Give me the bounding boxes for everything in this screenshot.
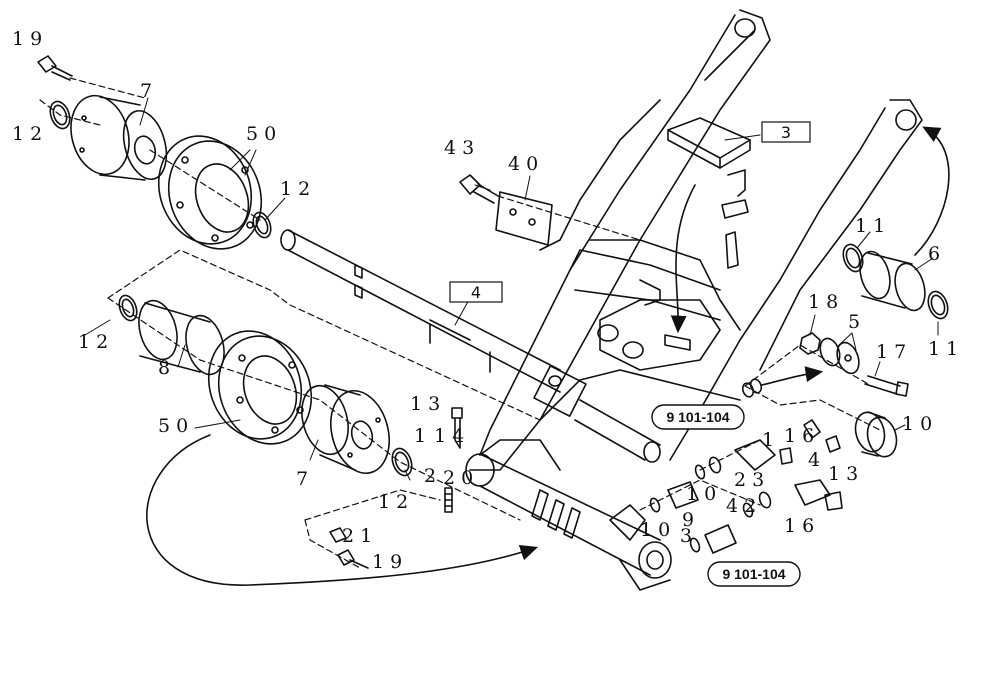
bolt-19-top	[37, 55, 73, 81]
small-fittings-21-19	[329, 527, 369, 569]
bolt-43	[459, 174, 499, 204]
label-6: 6	[928, 243, 940, 265]
label-19-top: 1 9	[12, 28, 42, 50]
arrow-assembly-valve	[670, 184, 696, 334]
label-19-bottom: 1 9	[372, 551, 402, 573]
cap-10	[854, 411, 898, 458]
boom-frame-body	[479, 99, 741, 471]
label-43: 4 3	[444, 137, 474, 159]
arrow-assembly-right	[914, 126, 950, 256]
part-labels: 1 9 1 2 7 5 0 1 2 4 3 4 0 1 1 6 1 1 1 2 …	[12, 28, 958, 573]
snap-ring-12-left	[118, 294, 138, 322]
label-8: 8	[158, 357, 170, 379]
label-2: 2	[424, 465, 436, 487]
washer-5	[819, 337, 860, 375]
label-4-right: 4	[808, 449, 820, 471]
reference-link-a-text: 9 101-104	[666, 409, 729, 425]
label-11-top: 1 1	[855, 215, 885, 237]
label-7-bottom: 7	[296, 468, 308, 490]
assembly-lines	[39, 77, 881, 569]
label-17: 1 7	[876, 341, 906, 363]
plate-50-top	[157, 135, 263, 250]
leader-lines	[84, 97, 939, 481]
bushing-6	[859, 250, 926, 312]
callout-box-3-text: 3	[781, 123, 791, 142]
label-40: 4 0	[508, 153, 538, 175]
plate-50-bottom	[207, 330, 313, 445]
label-1: 1	[414, 425, 426, 447]
label-7-top: 7	[140, 80, 152, 102]
label-3-low: 3	[680, 525, 692, 547]
label-10: 1 0	[902, 413, 932, 435]
label-12-left: 1 2	[78, 331, 108, 353]
callout-box-4: 4	[449, 281, 503, 303]
flange-housing-7-bottom	[301, 384, 390, 475]
spring-20	[444, 487, 453, 513]
label-14: 1 4	[434, 425, 464, 447]
label-12-mid: 1 2	[280, 178, 310, 200]
reference-link-a[interactable]: 9 101-104	[651, 404, 745, 430]
label-10-mid: 1 0	[686, 483, 716, 505]
label-10-low: 1 0	[640, 519, 670, 541]
label-23: 2 3	[734, 469, 764, 491]
label-12-top: 1 2	[12, 123, 42, 145]
snap-ring-12-top	[49, 100, 71, 130]
flange-housing-7-top	[70, 94, 168, 181]
label-9: 9	[682, 509, 694, 531]
cross-tube	[465, 453, 672, 591]
plate-40	[495, 191, 553, 246]
snap-ring-12-mid	[252, 211, 272, 239]
label-16-bottom: 1 6	[784, 515, 814, 537]
reference-link-b[interactable]: 9 101-104	[707, 561, 801, 587]
snap-ring-11-bottom	[927, 290, 949, 320]
arrow-assembly-washer	[761, 366, 824, 386]
label-16-top: 1 6	[784, 425, 814, 447]
grease-fitting-13	[451, 407, 463, 449]
label-12-bottom: 1 2	[378, 491, 408, 513]
bushing-8	[138, 299, 225, 376]
callout-box-3: 3	[761, 121, 811, 143]
label-1-right: 1	[762, 429, 774, 451]
label-13-right: 1 3	[828, 463, 858, 485]
reference-link-b-text: 9 101-104	[722, 566, 785, 582]
label-21: 2 1	[342, 525, 372, 547]
bolt-17	[864, 375, 909, 397]
label-11-bottom: 1 1	[928, 338, 958, 360]
snap-ring-12-bottom	[391, 447, 413, 477]
valve-block-3	[667, 117, 751, 269]
label-42: 4 2	[726, 495, 756, 517]
fittings-hydraulic	[649, 378, 843, 554]
label-50-top: 5 0	[246, 123, 276, 145]
main-shaft	[280, 229, 661, 463]
label-18: 1 8	[808, 291, 838, 313]
label-5: 5	[848, 311, 860, 333]
label-13-left: 1 3	[410, 393, 440, 415]
arrow-assembly-bottom	[146, 434, 539, 586]
label-20: 2 0	[443, 467, 473, 489]
callout-box-4-text: 4	[471, 283, 481, 302]
label-50-bottom: 5 0	[158, 415, 188, 437]
snap-ring-11-top	[842, 243, 864, 273]
nut-18	[799, 332, 821, 355]
